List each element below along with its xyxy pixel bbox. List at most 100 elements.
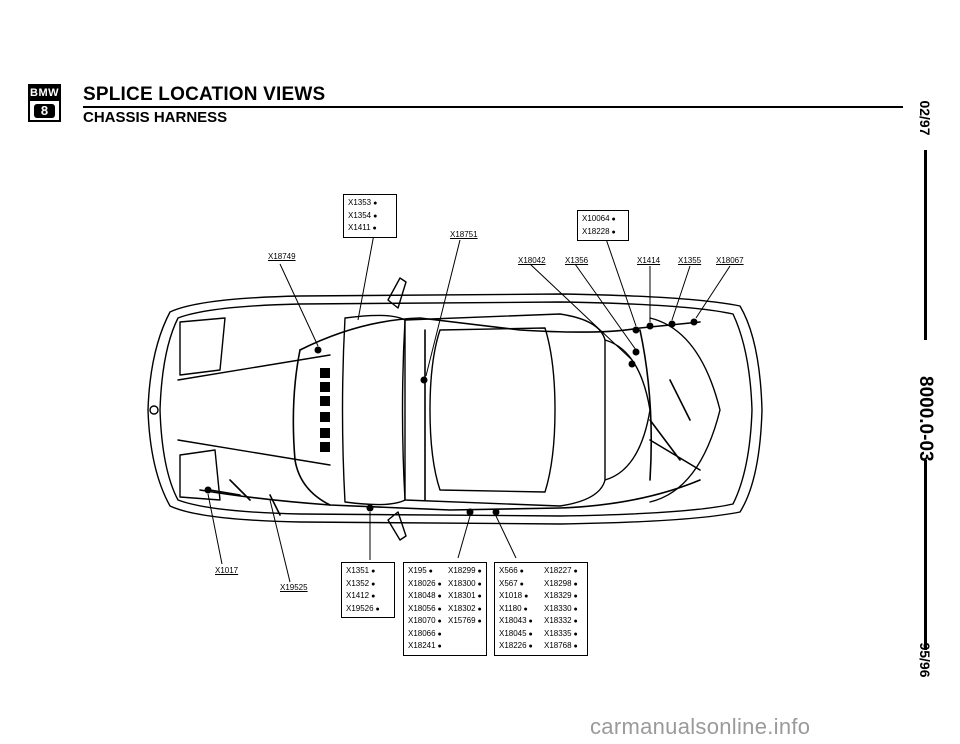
harness-rear-branches bbox=[649, 379, 701, 471]
headlamp-left bbox=[179, 317, 226, 376]
splice-id: X18335 bbox=[544, 628, 583, 641]
vent-5 bbox=[320, 428, 330, 438]
harness-lower bbox=[199, 479, 701, 511]
splice-box-bottom-2: X195 X18026 X18048 X18056 X18070 X18066 … bbox=[403, 562, 487, 656]
splice-id: X18300 bbox=[448, 578, 482, 591]
label-x18749: X18749 bbox=[268, 252, 296, 261]
rear-window bbox=[604, 339, 651, 481]
leader-top-right-box bbox=[604, 235, 637, 327]
label-x18067: X18067 bbox=[716, 256, 744, 265]
splice-box-bottom-1: X1351 X1352 X1412 X19526 bbox=[341, 562, 395, 618]
splice-dot bbox=[628, 360, 636, 368]
side-strip: 02/97 8000.0-03 95/96 bbox=[905, 80, 945, 677]
splice-dot bbox=[314, 346, 322, 354]
car-body-inner bbox=[159, 301, 753, 517]
side-line-1 bbox=[924, 150, 927, 340]
splice-id: X10064 bbox=[582, 213, 624, 226]
leader-x18067 bbox=[695, 265, 731, 319]
splice-id: X18048 bbox=[408, 590, 442, 603]
vent-3 bbox=[320, 396, 330, 406]
splice-id: X18241 bbox=[408, 640, 442, 653]
splice-dot bbox=[204, 486, 212, 494]
vent-6 bbox=[320, 442, 330, 452]
harness-left-branch bbox=[292, 349, 331, 506]
splice-id: X19526 bbox=[346, 603, 390, 616]
splice-id: X18026 bbox=[408, 578, 442, 591]
headlamp-right bbox=[179, 449, 221, 501]
car-body-outline bbox=[147, 293, 763, 525]
splice-id: X18043 bbox=[499, 615, 538, 628]
splice-id: X18768 bbox=[544, 640, 583, 653]
logo-text: BMW bbox=[30, 86, 59, 101]
splice-id: X566 bbox=[499, 565, 538, 578]
sunroof bbox=[429, 327, 556, 493]
windshield bbox=[341, 314, 406, 506]
splice-id: X18330 bbox=[544, 603, 583, 616]
leader-x1017 bbox=[207, 493, 223, 565]
splice-id: X18298 bbox=[544, 578, 583, 591]
splice-box-bottom-3: X566 X567 X1018 X1180 X18043 X18045 X182… bbox=[494, 562, 588, 656]
bmw-logo-badge: BMW 8 bbox=[28, 84, 61, 122]
mirror-right bbox=[387, 511, 407, 541]
splice-column-2: X18299 X18300 X18301 X18302 X15769 bbox=[448, 565, 482, 653]
splice-id: X1411 bbox=[348, 222, 392, 235]
vent-2 bbox=[320, 382, 330, 392]
leader-top-left-box bbox=[357, 233, 375, 321]
splice-id: X18228 bbox=[582, 226, 624, 239]
splice-id: X1412 bbox=[346, 590, 390, 603]
mirror-left bbox=[387, 277, 407, 309]
leader-x19525 bbox=[269, 499, 291, 583]
splice-id: X15769 bbox=[448, 615, 482, 628]
splice-id: X195 bbox=[408, 565, 442, 578]
logo-number: 8 bbox=[34, 104, 55, 118]
splice-id: X1180 bbox=[499, 603, 538, 616]
splice-dot bbox=[632, 326, 640, 334]
vent-4 bbox=[320, 412, 330, 422]
harness-front-branches bbox=[209, 479, 281, 516]
splice-box-top-left: X1353 X1354 X1411 bbox=[343, 194, 397, 238]
page-subtitle: CHASSIS HARNESS bbox=[83, 109, 228, 126]
splice-id: X567 bbox=[499, 578, 538, 591]
splice-id: X18329 bbox=[544, 590, 583, 603]
leader-x1355 bbox=[671, 265, 691, 321]
splice-id: X18066 bbox=[408, 628, 442, 641]
splice-dot bbox=[690, 318, 698, 326]
splice-box-top-right: X10064 X18228 bbox=[577, 210, 629, 241]
splice-dot bbox=[366, 504, 374, 512]
label-x18751: X18751 bbox=[450, 230, 478, 239]
splice-column-1: X566 X567 X1018 X1180 X18043 X18045 X182… bbox=[499, 565, 538, 653]
roof bbox=[404, 313, 606, 507]
label-x1017: X1017 bbox=[215, 566, 239, 575]
splice-id: X18070 bbox=[408, 615, 442, 628]
splice-column-1: X195 X18026 X18048 X18056 X18070 X18066 … bbox=[408, 565, 442, 653]
bmw-emblem bbox=[149, 405, 159, 415]
splice-id: X18056 bbox=[408, 603, 442, 616]
splice-dot bbox=[466, 508, 474, 516]
page-title: SPLICE LOCATION VIEWS bbox=[83, 84, 326, 105]
label-x1414: X1414 bbox=[637, 256, 661, 265]
leader-x18042 bbox=[529, 263, 633, 361]
splice-id: X18302 bbox=[448, 603, 482, 616]
splice-id: X18299 bbox=[448, 565, 482, 578]
splice-id: X1352 bbox=[346, 578, 390, 591]
splice-dot bbox=[668, 320, 676, 328]
splice-id: X18045 bbox=[499, 628, 538, 641]
splice-column-2: X18227 X18298 X18329 X18330 X18332 X1833… bbox=[544, 565, 583, 653]
harness-upper bbox=[299, 317, 701, 351]
splice-dot bbox=[420, 376, 428, 384]
splice-id: X1354 bbox=[348, 210, 392, 223]
label-x19525: X19525 bbox=[280, 583, 308, 592]
harness-rear-branch bbox=[639, 329, 653, 481]
leader-x1356 bbox=[574, 263, 637, 351]
splice-id: X1351 bbox=[346, 565, 390, 578]
leader-x18749 bbox=[279, 263, 319, 347]
leader-x18751 bbox=[425, 239, 461, 377]
splice-dot bbox=[492, 508, 500, 516]
splice-id: X18332 bbox=[544, 615, 583, 628]
splice-id: X18301 bbox=[448, 590, 482, 603]
vent-1 bbox=[320, 368, 330, 378]
label-x18042: X18042 bbox=[518, 256, 546, 265]
leader-bottom-2 bbox=[457, 515, 471, 559]
splice-id: X1353 bbox=[348, 197, 392, 210]
